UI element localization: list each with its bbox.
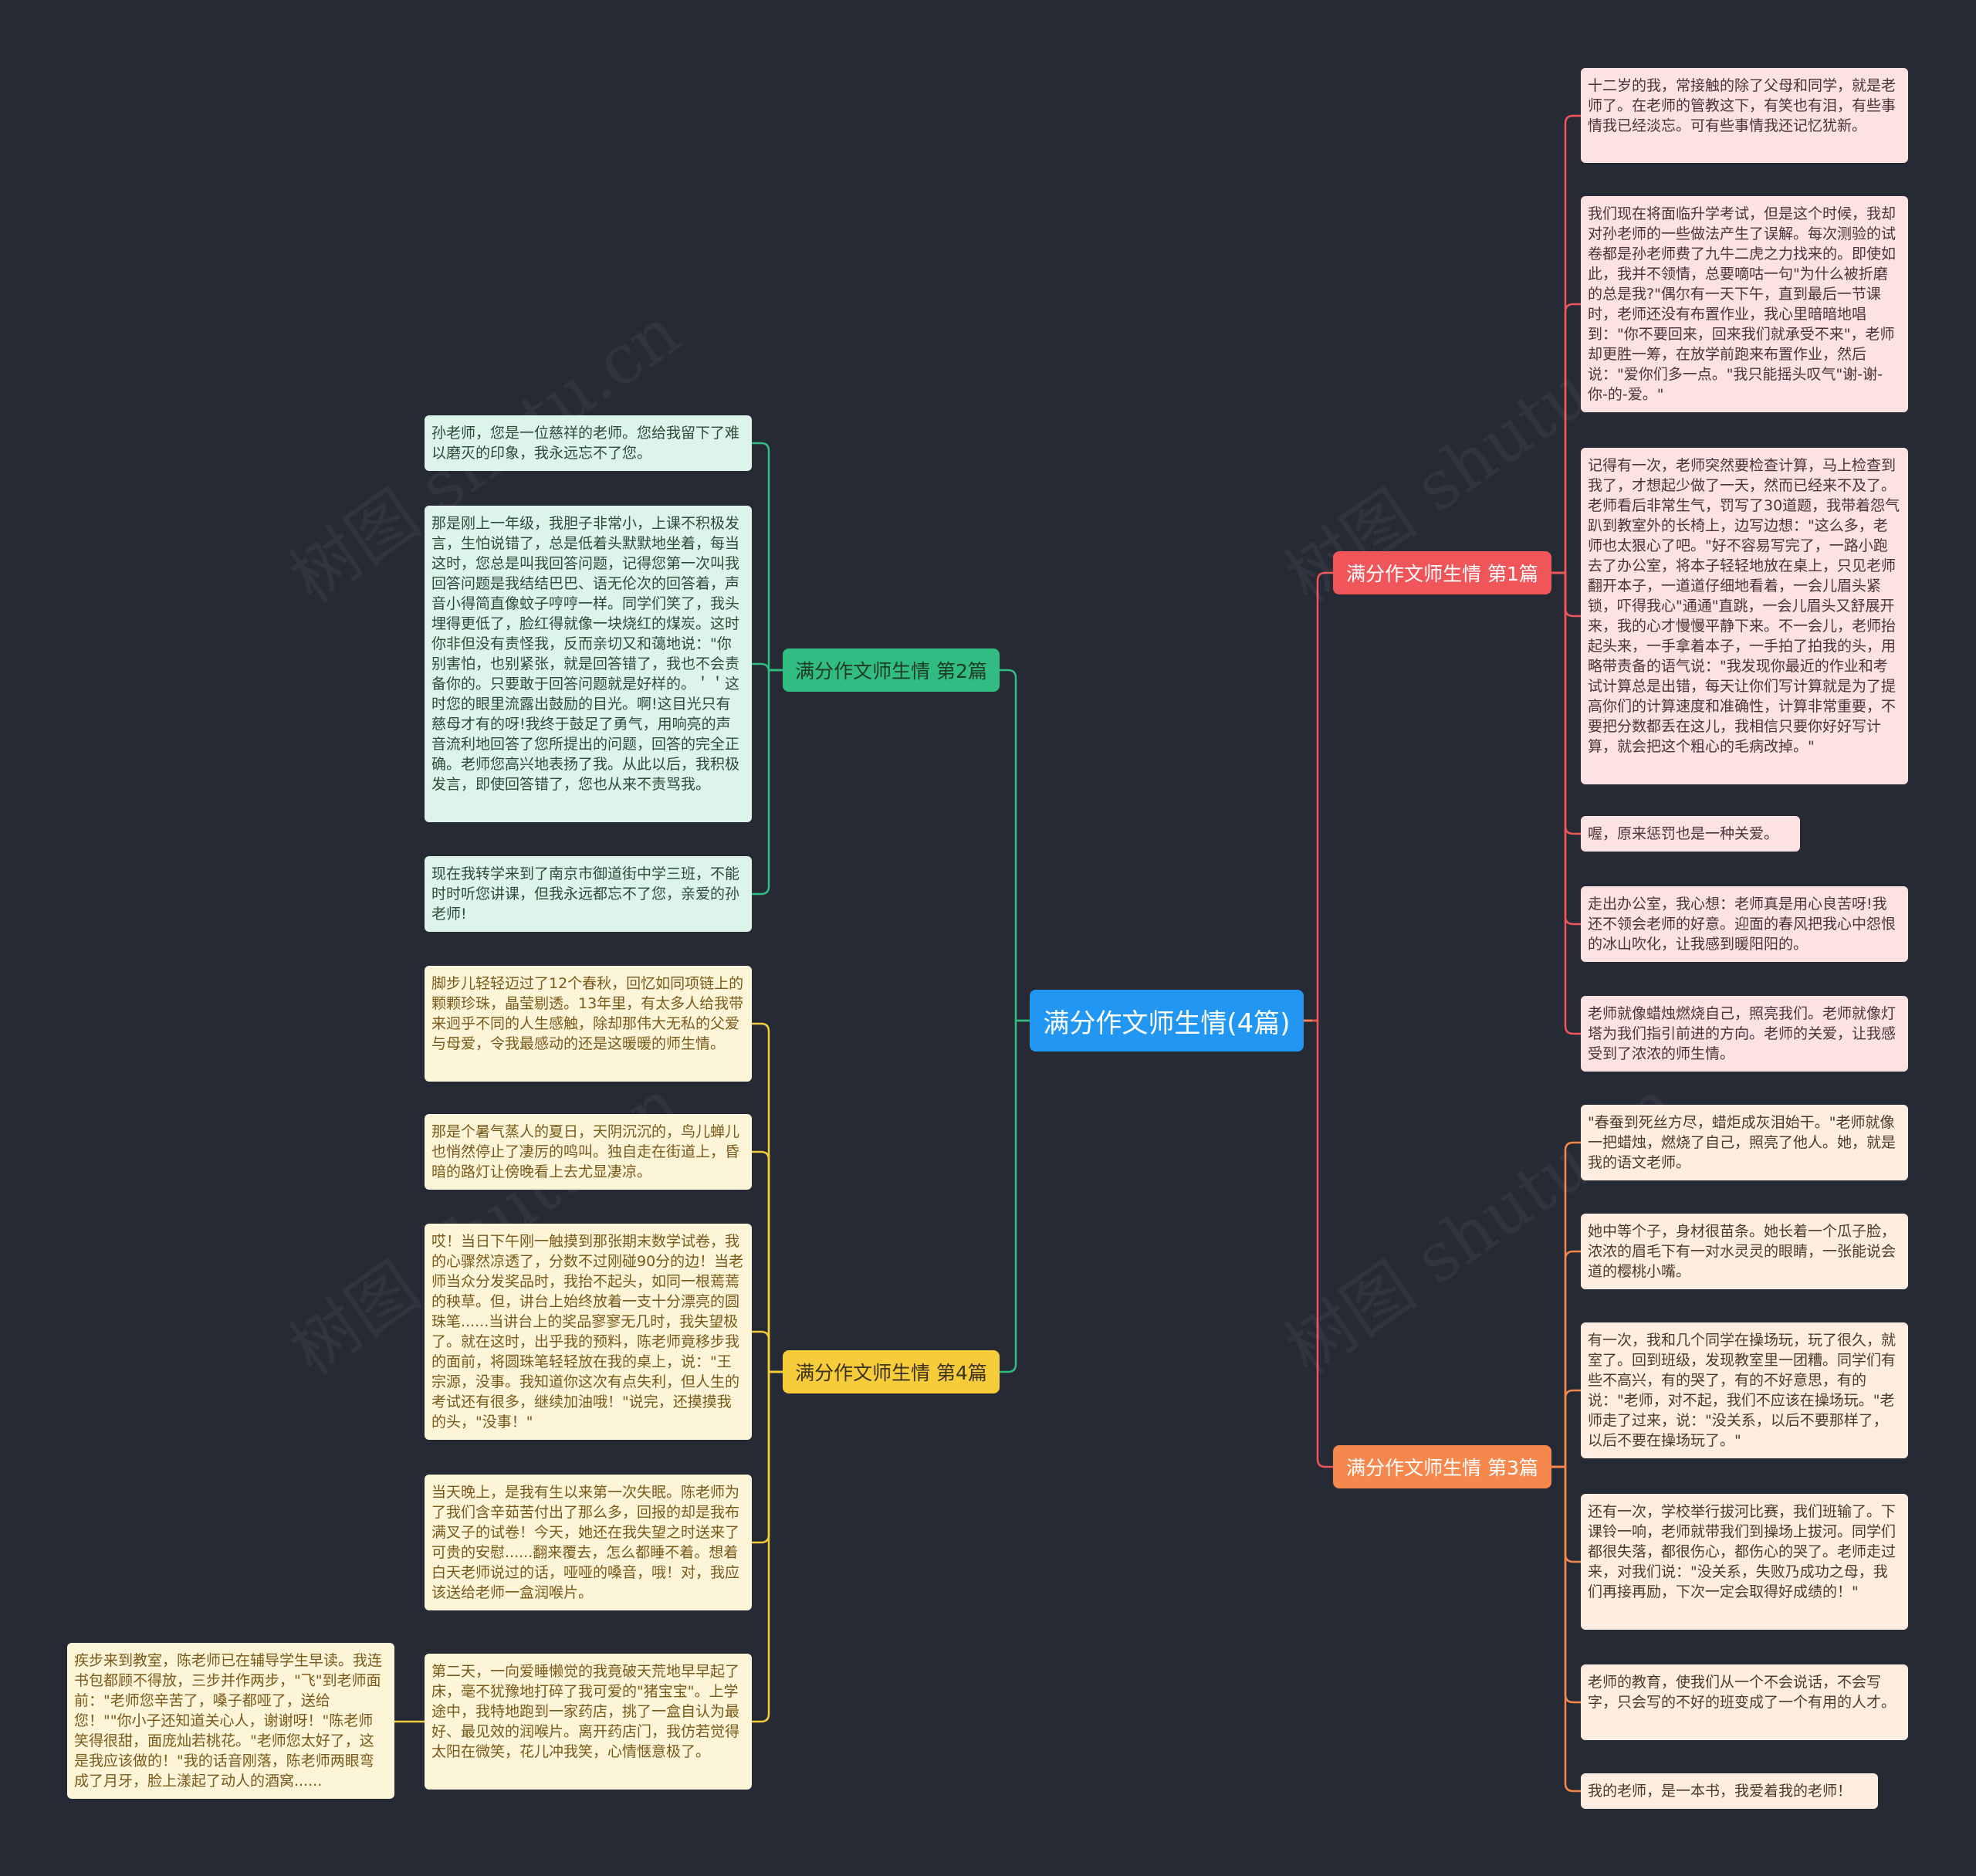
branch-article-3[interactable]: 满分作文师生情 第3篇 bbox=[1333, 1445, 1551, 1488]
branch-article-1[interactable]: 满分作文师生情 第1篇 bbox=[1333, 551, 1551, 594]
leaf-a1-6[interactable]: 老师就像蜡烛燃烧自己，照亮我们。老师就像灯塔为我们指引前进的方向。老师的关爱，让… bbox=[1581, 996, 1908, 1072]
leaf-a3-2[interactable]: 她中等个子，身材很苗条。她长着一个瓜子脸，浓浓的眉毛下有一对水灵灵的眼睛，一张能… bbox=[1581, 1214, 1908, 1289]
leaf-a3-1[interactable]: "春蚕到死丝方尽，蜡炬成灰泪始干。"老师就像一把蜡烛，燃烧了自己，照亮了他人。她… bbox=[1581, 1105, 1908, 1180]
leaf-a4-5[interactable]: 第二天，一向爱睡懒觉的我竟破天荒地早早起了床，毫不犹豫地打碎了我可爱的"猪宝宝"… bbox=[425, 1654, 752, 1790]
leaf-a4-4[interactable]: 当天晚上，是我有生以来第一次失眠。陈老师为了我们含辛茹苦付出了那么多，回报的却是… bbox=[425, 1475, 752, 1610]
leaf-a4-2[interactable]: 那是个暑气蒸人的夏日，天阴沉沉的，鸟儿蝉儿也悄然停止了凄厉的鸣叫。独自走在街道上… bbox=[425, 1114, 752, 1190]
leaf-a4-6[interactable]: 疾步来到教室，陈老师已在辅导学生早读。我连书包都顾不得放，三步并作两步，"飞"到… bbox=[67, 1643, 394, 1799]
leaf-a1-5[interactable]: 走出办公室，我心想：老师真是用心良苦呀!我还不领会老师的好意。迎面的春风把我心中… bbox=[1581, 886, 1908, 962]
leaf-a1-4[interactable]: 喔，原来惩罚也是一种关爱。 bbox=[1581, 816, 1800, 852]
leaf-a2-1[interactable]: 孙老师，您是一位慈祥的老师。您给我留下了难以磨灭的印象，我永远忘不了您。 bbox=[425, 415, 752, 471]
branch-article-4[interactable]: 满分作文师生情 第4篇 bbox=[783, 1350, 1000, 1393]
leaf-a2-3[interactable]: 现在我转学来到了南京市御道街中学三班，不能时时听您讲课，但我永远都忘不了您，亲爱… bbox=[425, 856, 752, 932]
root-topic[interactable]: 满分作文师生情(4篇) bbox=[1030, 990, 1304, 1051]
leaf-a4-1[interactable]: 脚步儿轻轻迈过了12个春秋，回忆如同项链上的颗颗珍珠，晶莹剔透。13年里，有太多… bbox=[425, 966, 752, 1082]
leaf-a4-3[interactable]: 哎！当日下午刚一触摸到那张期末数学试卷，我的心骤然凉透了，分数不过刚碰90分的边… bbox=[425, 1224, 752, 1440]
leaf-a3-4[interactable]: 还有一次，学校举行拔河比赛，我们班输了。下课铃一响，老师就带我们到操场上拔河。同… bbox=[1581, 1494, 1908, 1630]
branch-article-2[interactable]: 满分作文师生情 第2篇 bbox=[783, 648, 1000, 692]
leaf-a2-2[interactable]: 那是刚上一年级，我胆子非常小，上课不积极发言，生怕说错了，总是低着头默默地坐着，… bbox=[425, 506, 752, 822]
leaf-a3-5[interactable]: 老师的教育，使我们从一个不会说话，不会写字，只会写的不好的班变成了一个有用的人才… bbox=[1581, 1664, 1908, 1740]
leaf-a1-2[interactable]: 我们现在将面临升学考试，但是这个时候，我却对孙老师的一些做法产生了误解。每次测验… bbox=[1581, 196, 1908, 412]
leaf-a3-3[interactable]: 有一次，我和几个同学在操场玩，玩了很久，就室了。回到班级，发现教室里一团糟。同学… bbox=[1581, 1322, 1908, 1458]
leaf-a1-1[interactable]: 十二岁的我，常接触的除了父母和同学，就是老师了。在老师的管教这下，有笑也有泪，有… bbox=[1581, 68, 1908, 163]
leaf-a3-6[interactable]: 我的老师，是一本书，我爱着我的老师！ bbox=[1581, 1773, 1878, 1809]
leaf-a1-3[interactable]: 记得有一次，老师突然要检查计算，马上检查到我了，才想起少做了一天，然而已经来不及… bbox=[1581, 448, 1908, 784]
